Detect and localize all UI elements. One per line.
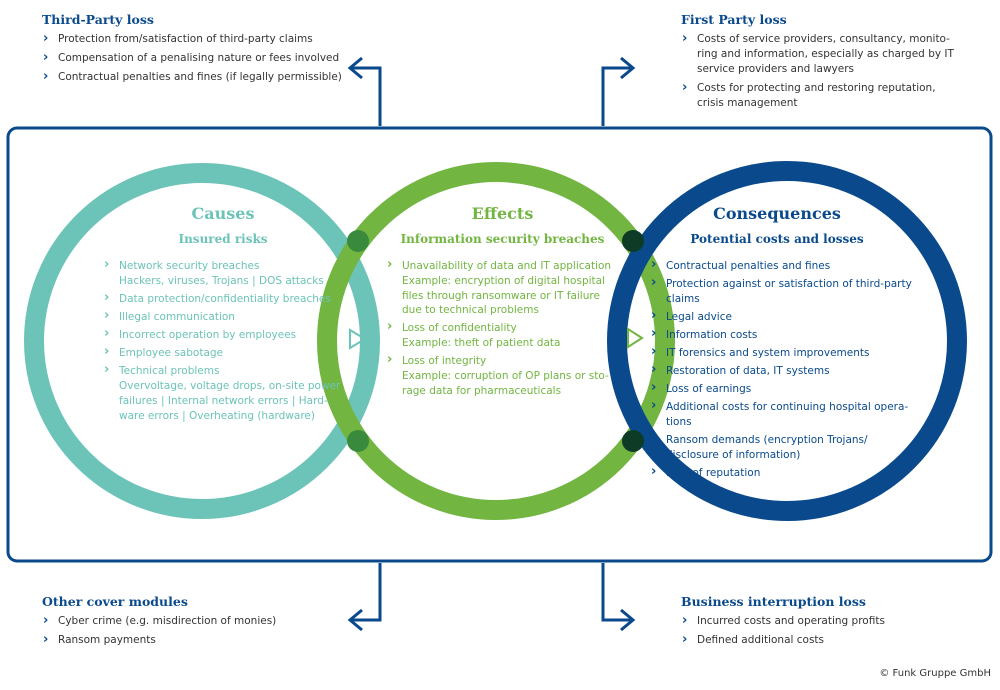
other-cover-list: Cyber crime (e.g. misdirection of monies… bbox=[42, 613, 342, 648]
item-main: Data protection/confidentiality breaches bbox=[119, 292, 331, 305]
list-item: Employee sabotage bbox=[103, 345, 348, 361]
item-main: Illegal communication bbox=[119, 310, 235, 323]
item-main: Loss of integrity bbox=[402, 355, 487, 368]
arrow-to-business-interruption bbox=[601, 563, 636, 632]
item-detail: Hackers, viruses, Trojans | DOS attacks bbox=[119, 274, 324, 287]
item-detail: Example: theft of patient data bbox=[402, 337, 561, 350]
item-main: Restoration of data, IT systems bbox=[666, 365, 830, 378]
item-main: Loss of reputation bbox=[666, 467, 761, 480]
item-main: Technical problems bbox=[119, 365, 220, 378]
list-item: Data protection/confidentiality breaches bbox=[103, 291, 348, 307]
effects-title: Effects bbox=[471, 204, 534, 223]
business-interruption-loss: Business interruption loss Incurred cost… bbox=[681, 594, 961, 652]
other-cover-title: Other cover modules bbox=[42, 594, 188, 609]
item-main: Loss of confidentiality bbox=[402, 322, 517, 335]
list-item: IT forensics and system improvements bbox=[650, 345, 920, 361]
play-triangle-teal bbox=[349, 328, 367, 350]
list-item: Illegal communication bbox=[103, 309, 348, 325]
list-item: Unavailability of data and IT applicatio… bbox=[386, 258, 616, 318]
first-party-title: First Party loss bbox=[681, 12, 787, 27]
list-item: Contractual penalties and fines bbox=[650, 258, 920, 274]
item-main: Network security breaches bbox=[119, 260, 260, 272]
consequences-list: Contractual penalties and finesProtectio… bbox=[650, 258, 920, 484]
list-item: Contractual penalties and fines (if lega… bbox=[42, 69, 352, 85]
list-item: Information costs bbox=[650, 327, 920, 343]
item-main: Ransom demands (encryption Trojans/discl… bbox=[666, 434, 868, 462]
third-party-loss: Third-Party loss Protection from/satisfa… bbox=[42, 12, 352, 89]
third-party-title: Third-Party loss bbox=[42, 12, 154, 27]
third-party-list: Protection from/satisfaction of third-pa… bbox=[42, 31, 352, 85]
list-item: Loss of reputation bbox=[650, 465, 920, 481]
first-party-loss: First Party loss Costs of service provid… bbox=[681, 12, 961, 115]
consequences-title: Consequences bbox=[713, 204, 841, 223]
item-main: Protection against or satisfaction of th… bbox=[666, 278, 912, 305]
business-interruption-title: Business interruption loss bbox=[681, 594, 866, 609]
other-cover-modules: Other cover modules Cyber crime (e.g. mi… bbox=[42, 594, 342, 652]
arrow-to-other-cover bbox=[347, 563, 382, 632]
list-item: Ransom payments bbox=[42, 632, 342, 648]
causes-subtitle: Insured risks bbox=[178, 232, 268, 246]
item-main: Additional costs for continuing hospital… bbox=[666, 401, 909, 429]
item-main: Contractual penalties and fines bbox=[666, 260, 831, 272]
list-item: Incorrect operation by employees bbox=[103, 327, 348, 343]
item-main: Unavailability of data and IT applicatio… bbox=[402, 260, 612, 272]
list-item: Legal advice bbox=[650, 309, 920, 325]
causes-title: Causes bbox=[191, 204, 255, 223]
arrow-to-first-party bbox=[601, 56, 636, 126]
list-item: Defined additional costs bbox=[681, 632, 961, 648]
item-main: IT forensics and system improvements bbox=[666, 347, 870, 360]
item-main: Legal advice bbox=[666, 310, 732, 323]
list-item: Compensation of a penalising nature or f… bbox=[42, 50, 352, 66]
list-item: Protection against or satisfaction of th… bbox=[650, 276, 920, 307]
overlap-dot bbox=[347, 230, 369, 252]
item-detail: Example: corruption of OP plans or sto-r… bbox=[402, 370, 609, 397]
arrow-to-third-party bbox=[347, 56, 382, 126]
copyright: © Funk Gruppe GmbH bbox=[879, 668, 991, 679]
causes-ring bbox=[24, 163, 380, 519]
consequences-ring bbox=[607, 161, 967, 521]
play-triangle-green bbox=[627, 327, 644, 349]
list-item: Ransom demands (encryption Trojans/discl… bbox=[650, 432, 920, 463]
business-interruption-list: Incurred costs and operating profitsDefi… bbox=[681, 613, 961, 648]
item-main: Information costs bbox=[666, 329, 758, 342]
item-main: Incorrect operation by employees bbox=[119, 329, 297, 342]
item-detail: Overvoltage, voltage drops, on-site powe… bbox=[119, 380, 341, 422]
effects-subtitle: Information security breaches bbox=[400, 232, 605, 246]
item-main: Loss of earnings bbox=[666, 383, 752, 396]
list-item: Costs of service providers, consultancy,… bbox=[681, 31, 961, 77]
list-item: Costs for protecting and restoring reput… bbox=[681, 80, 961, 111]
effects-list: Unavailability of data and IT applicatio… bbox=[386, 258, 616, 402]
list-item: Cyber crime (e.g. misdirection of monies… bbox=[42, 613, 342, 629]
list-item: Protection from/satisfaction of third-pa… bbox=[42, 31, 352, 47]
list-item: Incurred costs and operating profits bbox=[681, 613, 961, 629]
overlap-dot bbox=[622, 430, 644, 452]
item-main: Employee sabotage bbox=[119, 347, 224, 360]
main-frame bbox=[6, 126, 993, 563]
overlap-dot bbox=[622, 230, 644, 252]
list-item: Additional costs for continuing hospital… bbox=[650, 399, 920, 430]
list-item: Loss of earnings bbox=[650, 381, 920, 397]
list-item: Restoration of data, IT systems bbox=[650, 363, 920, 379]
overlap-dot bbox=[347, 430, 369, 452]
first-party-list: Costs of service providers, consultancy,… bbox=[681, 31, 961, 111]
consequences-subtitle: Potential costs and losses bbox=[690, 232, 864, 246]
